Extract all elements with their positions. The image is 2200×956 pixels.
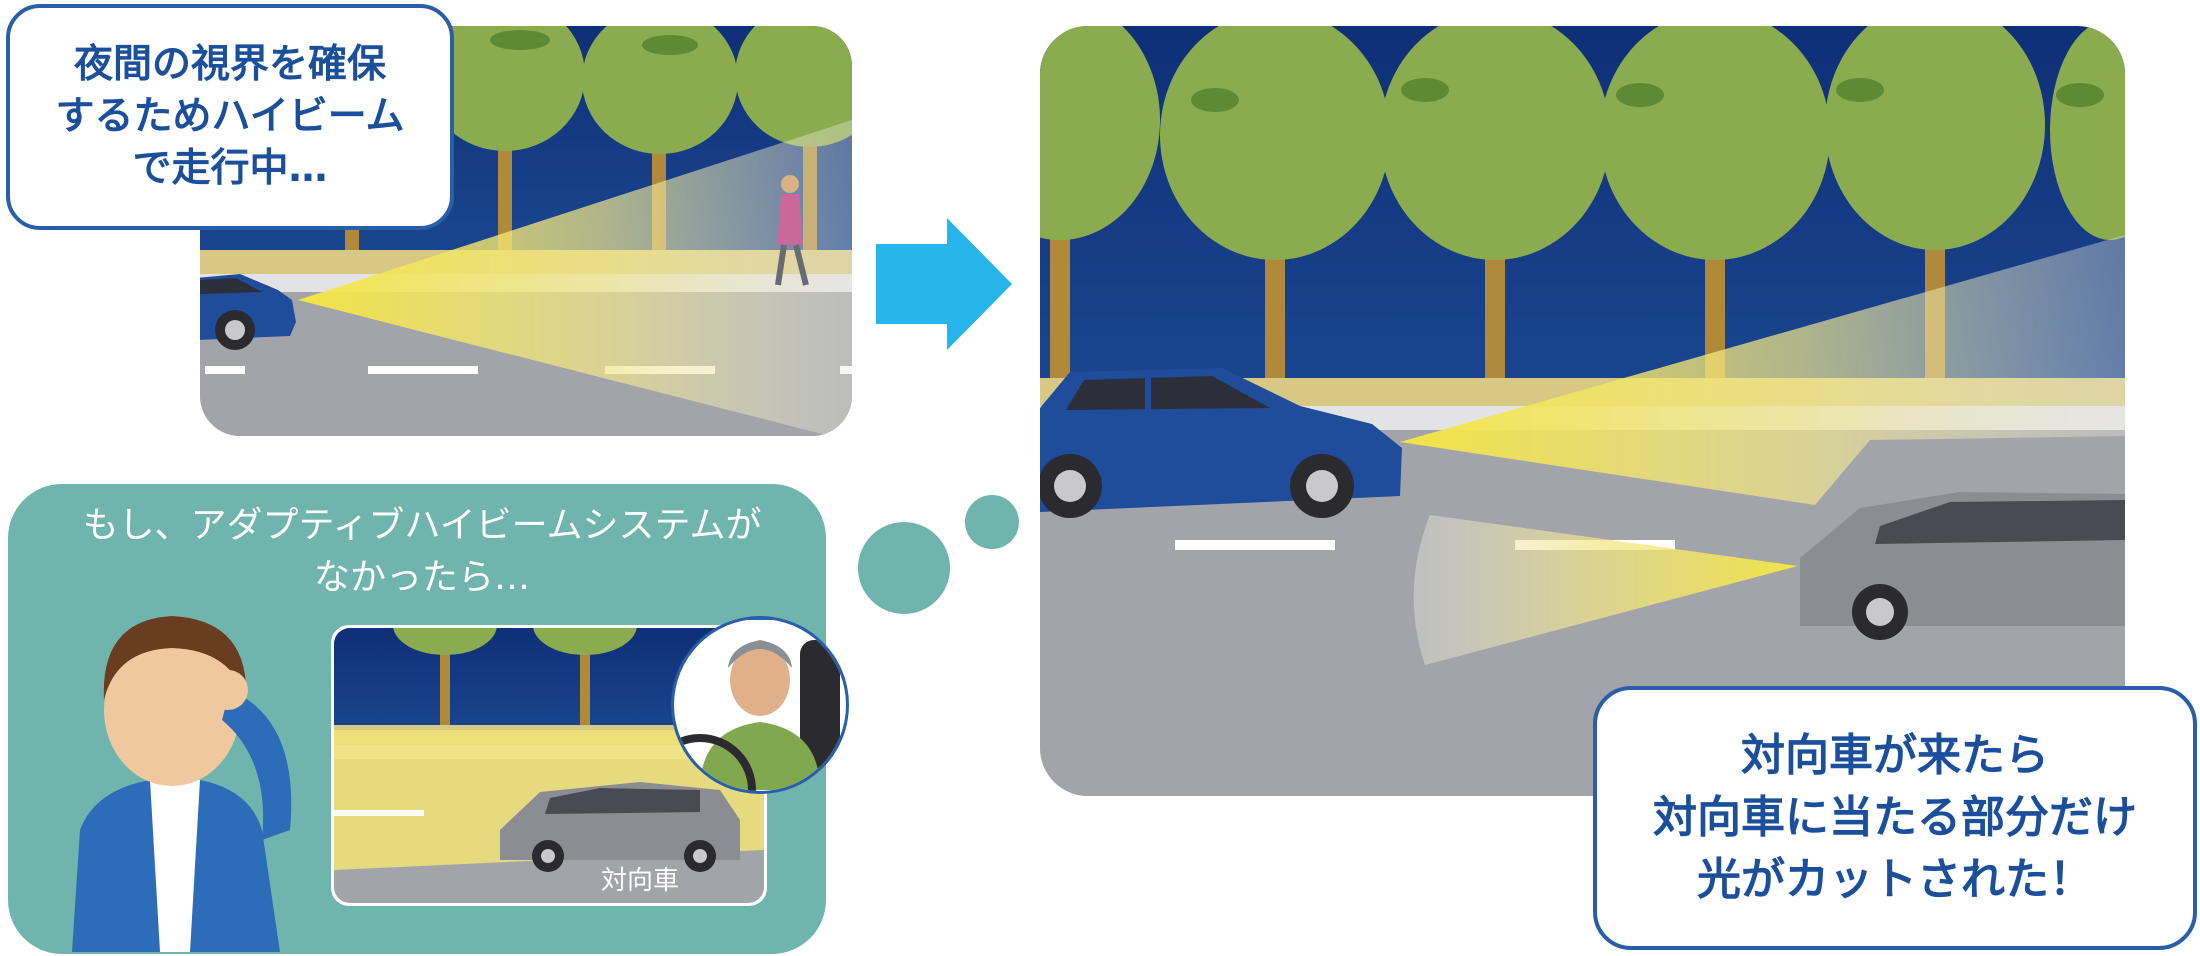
callout-line: 対向車に当たる部分だけ [1653, 792, 2137, 843]
right-arrow-icon [876, 218, 1012, 350]
callout-adaptive-result: 対向車が来たら 対向車に当たる部分だけ 光がカットされた！ [1593, 686, 2197, 950]
oncoming-car-icon [500, 782, 740, 872]
dazzled-driver-icon [671, 616, 849, 794]
scene-adaptive-highbeam [1040, 26, 2125, 796]
thought-text: もし、アダプティブハイビームシステムが なかったら… [22, 500, 822, 604]
car-icon [200, 274, 296, 350]
thought-line: もし、アダプティブハイビームシステムが [82, 505, 762, 546]
thought-line: なかったら… [313, 557, 530, 598]
worried-man-icon [72, 616, 292, 952]
oncoming-car-icon [1800, 492, 2125, 640]
tree-icon [1040, 26, 2125, 410]
callout-line: 光がカットされた！ [1697, 854, 2093, 905]
callout-line: 夜間の視界を確保 [73, 42, 386, 87]
car-icon [1040, 368, 1402, 518]
callout-line: 対向車が来たら [1741, 730, 2049, 781]
callout-highbeam-driving: 夜間の視界を確保 するためハイビーム で走行中… [6, 4, 454, 230]
callout-line: するためハイビーム [55, 94, 405, 139]
oncoming-car-label: 対向車 [600, 866, 679, 896]
pedestrian-icon [775, 175, 809, 286]
scene-dazzled-oncoming [331, 625, 767, 906]
callout-line: で走行中… [132, 146, 328, 191]
